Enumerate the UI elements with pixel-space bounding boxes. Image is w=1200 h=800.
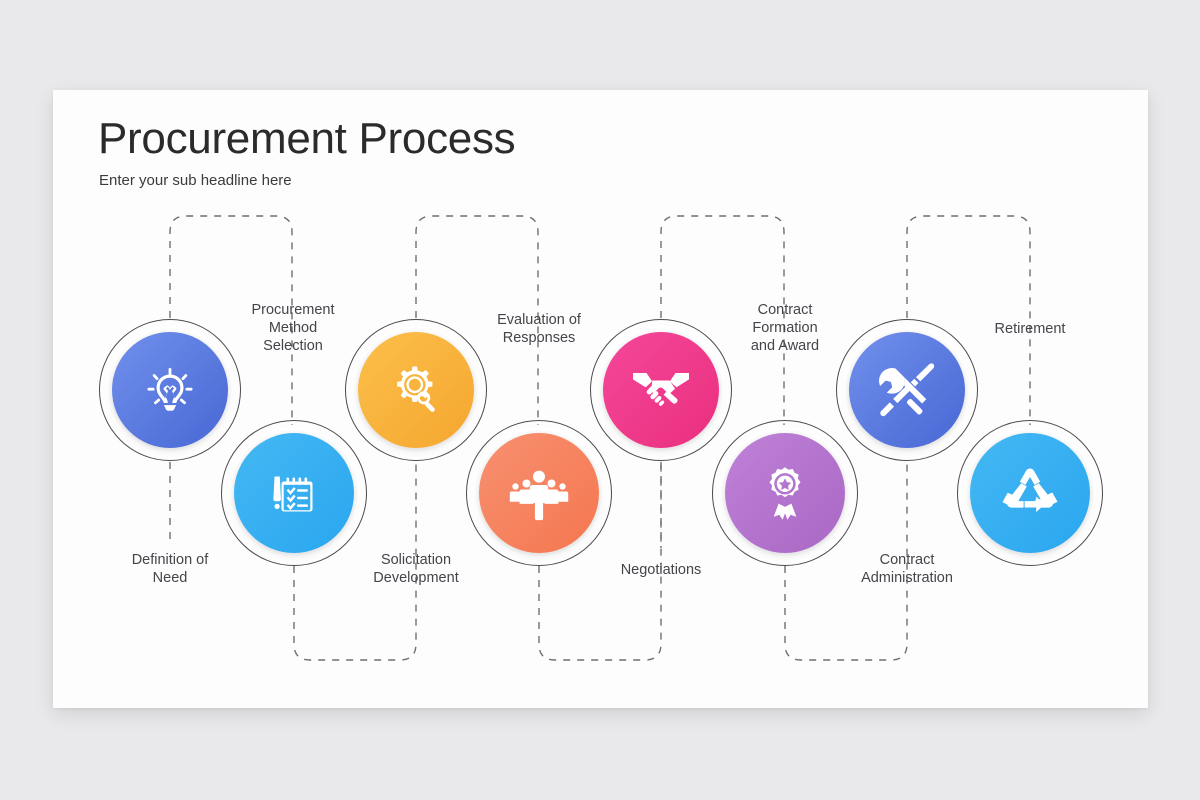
lightbulb-icon	[147, 368, 193, 411]
wrench-screwdriver-icon	[879, 363, 935, 417]
step-disc-3[interactable]	[358, 332, 474, 448]
page-title: Procurement Process	[98, 114, 516, 163]
step-label-2: Procurement Method Selection	[251, 302, 335, 354]
gear-magnifier-icon	[397, 366, 435, 412]
step-disc-6[interactable]	[725, 433, 845, 553]
checklist-notepad-icon	[273, 476, 313, 512]
step-label-4: Evaluation of Responses	[497, 312, 581, 346]
step-outline-6	[712, 420, 858, 566]
award-rosette-icon	[769, 467, 801, 520]
step-outline-7	[836, 319, 978, 461]
step-outline-8	[957, 420, 1103, 566]
step-outline-3	[345, 319, 487, 461]
step-label-7: Contract Administration	[861, 552, 953, 586]
step-label-3: Solicitation Development	[373, 552, 459, 586]
page-subtitle: Enter your sub headline here	[99, 172, 292, 189]
step-label-1: Definition of Need	[131, 552, 209, 586]
step-disc-7[interactable]	[849, 332, 965, 448]
step-label-5: Negotiations	[620, 562, 702, 578]
step-disc-1[interactable]	[112, 332, 228, 448]
step-outline-1	[99, 319, 241, 461]
step-disc-8[interactable]	[970, 433, 1090, 553]
step-disc-4[interactable]	[479, 433, 599, 553]
step-disc-5[interactable]	[603, 332, 719, 448]
people-group-icon	[509, 470, 569, 521]
handshake-icon	[633, 373, 689, 406]
step-outline-2	[221, 420, 367, 566]
step-label-8: Retirement	[994, 321, 1066, 337]
step-outline-4	[466, 420, 612, 566]
step-disc-2[interactable]	[234, 433, 354, 553]
recycle-icon	[1002, 468, 1058, 513]
step-label-6: Contract Formation and Award	[750, 302, 820, 354]
step-outline-5	[590, 319, 732, 461]
